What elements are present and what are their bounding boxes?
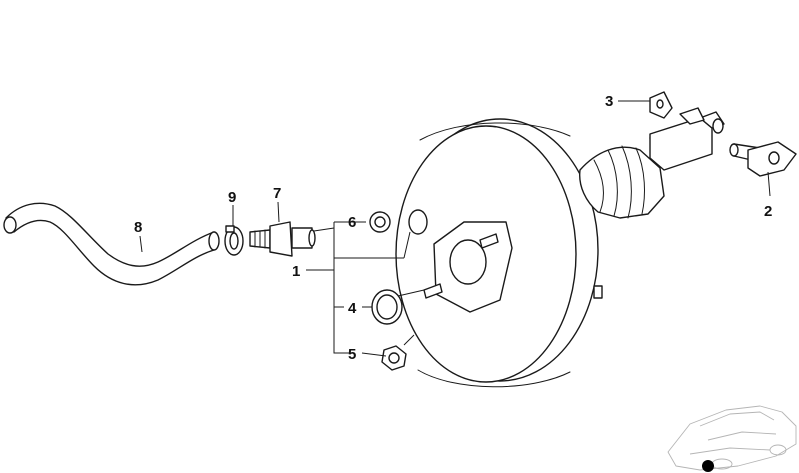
- callout-3: 3: [605, 93, 613, 110]
- callout-4: 4: [348, 300, 357, 317]
- callout-8: 8: [134, 219, 142, 236]
- callout-5: 5: [348, 346, 356, 363]
- callout-1: 1: [292, 263, 300, 280]
- vehicle-location-thumbnail: [667, 405, 797, 472]
- brake-booster-part[interactable]: [395, 118, 603, 388]
- vacuum-hose-part[interactable]: [3, 202, 220, 286]
- clevis-pin-part[interactable]: [729, 141, 797, 177]
- fork-clevis-part[interactable]: [649, 107, 725, 171]
- retaining-clip-part[interactable]: [649, 91, 673, 119]
- callout-9: 9: [228, 189, 236, 206]
- nut-part[interactable]: [381, 345, 407, 371]
- grommet-part[interactable]: [369, 211, 391, 233]
- callout-6: 6: [348, 214, 356, 231]
- check-valve-part[interactable]: [249, 221, 316, 257]
- callout-2: 2: [764, 203, 772, 220]
- location-marker-dot: [702, 460, 714, 472]
- callout-7: 7: [273, 185, 281, 202]
- hose-clamp-part[interactable]: [224, 225, 244, 256]
- o-ring-part[interactable]: [371, 289, 403, 325]
- leader-lines: [139, 100, 771, 357]
- mounting-studs: [423, 233, 499, 299]
